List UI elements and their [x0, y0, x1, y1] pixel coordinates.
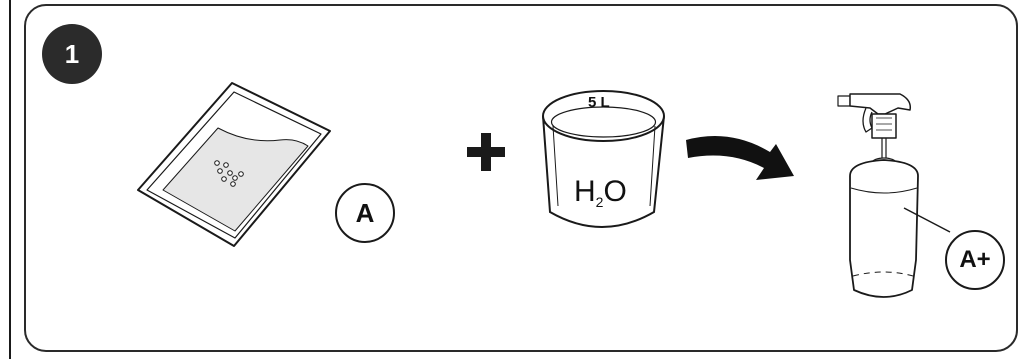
water-formula-label: H2O [574, 175, 627, 210]
water-formula-h: H [574, 175, 596, 208]
curved-arrow-icon [686, 136, 794, 180]
bottle-label: A+ [959, 246, 991, 273]
container-volume-label: 5 L [588, 94, 610, 111]
left-margin-rule [0, 0, 11, 359]
packet-label-badge: A [335, 183, 395, 243]
powder-packet-icon [137, 82, 331, 247]
step-number-badge: 1 [42, 24, 102, 84]
water-container-icon [542, 90, 665, 228]
step-number: 1 [64, 38, 80, 69]
bottle-label-badge: A+ [945, 230, 1005, 290]
water-formula-subscript: 2 [595, 194, 604, 210]
water-formula-o: O [603, 175, 627, 208]
plus-icon [467, 133, 505, 171]
packet-label: A [355, 197, 375, 228]
spray-bottle-icon [837, 93, 951, 298]
